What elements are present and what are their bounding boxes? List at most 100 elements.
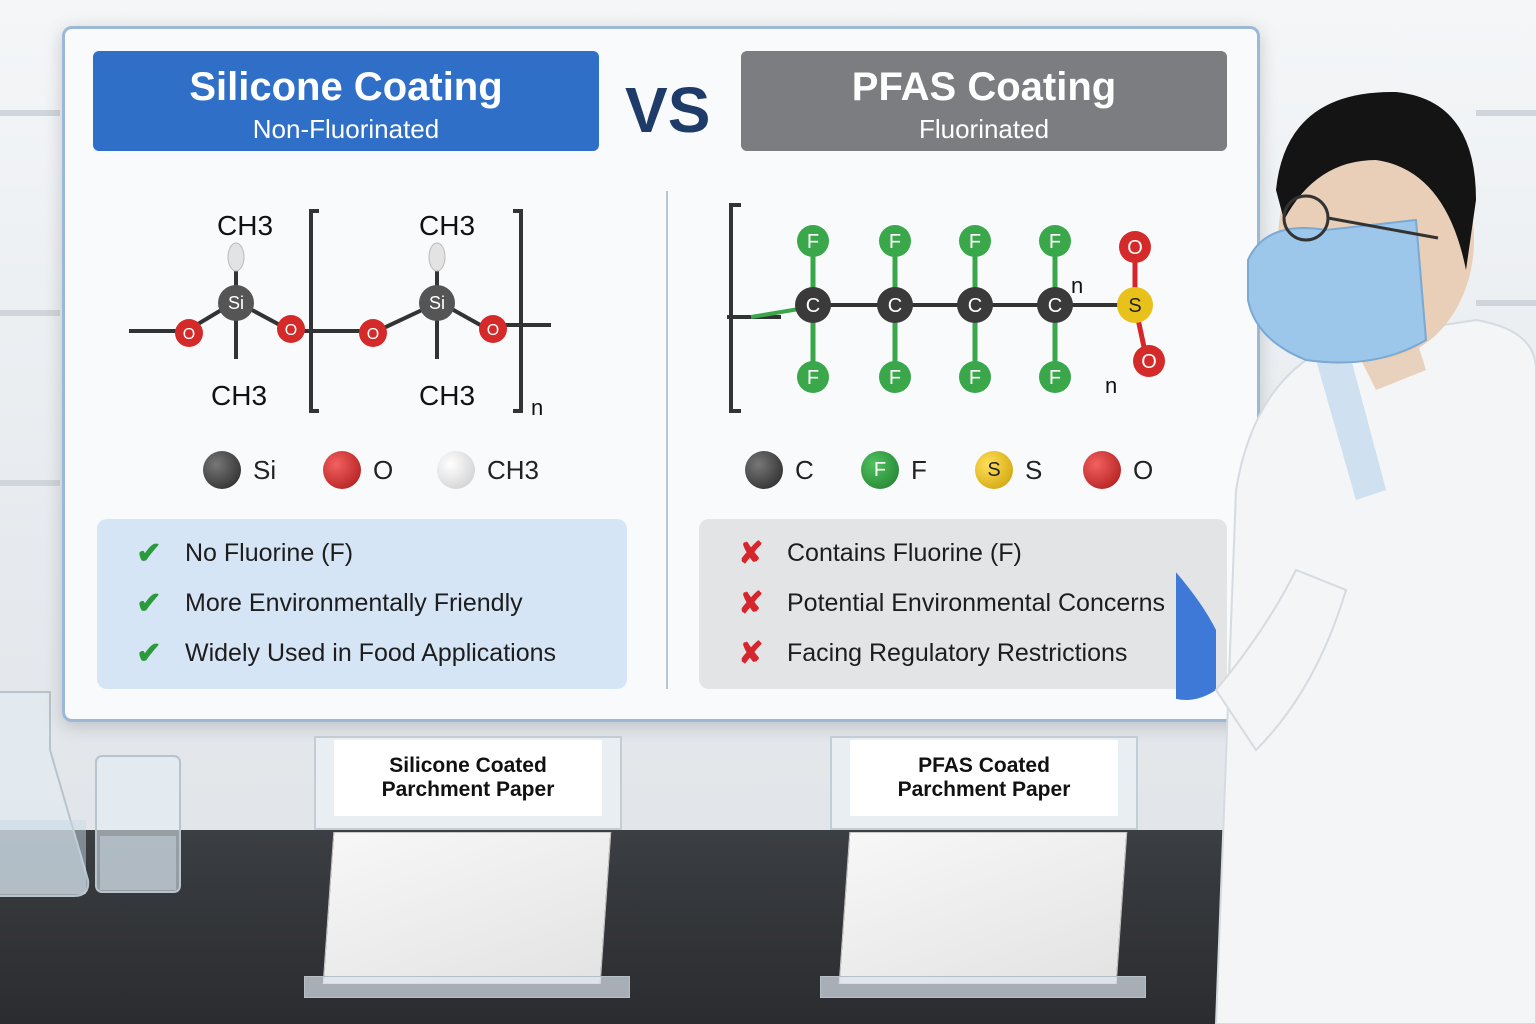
silicone-legend: Si O CH3 xyxy=(203,451,623,495)
check-icon: ✔ xyxy=(136,636,162,670)
f-atom xyxy=(959,361,991,393)
o-label: O xyxy=(183,326,195,343)
repeat-n-label: n xyxy=(1105,373,1117,398)
flask-liquid xyxy=(0,820,86,894)
c-atom xyxy=(1037,287,1073,323)
lab-shelf xyxy=(1476,110,1536,116)
f-atom-label: F xyxy=(889,231,901,253)
c-atom-icon xyxy=(745,451,783,489)
stand-label-line2: Parchment Paper xyxy=(897,778,1071,801)
f-atom xyxy=(879,361,911,393)
benefit-row: ✔ No Fluorine (F) xyxy=(131,533,353,573)
stand-label-line1: Silicone Coated xyxy=(389,754,547,777)
legend-label: C xyxy=(795,454,814,485)
f-atom xyxy=(797,361,829,393)
f-atom-label: F xyxy=(807,367,819,389)
c-atom xyxy=(795,287,831,323)
ch3-atom-icon xyxy=(437,451,475,489)
o-atom-icon xyxy=(323,451,361,489)
lab-shelf xyxy=(1476,300,1536,306)
legend-label: CH3 xyxy=(487,454,540,485)
si-label: Si xyxy=(429,293,445,313)
o-atom xyxy=(175,319,203,347)
legend-label: S xyxy=(1025,454,1043,485)
ch3-bottom-label: CH3 xyxy=(211,380,267,411)
silicone-paper-stand: Silicone Coated Parchment Paper xyxy=(304,736,630,1002)
hair xyxy=(1276,91,1476,270)
legend-label: Si xyxy=(253,454,277,485)
c-atom xyxy=(957,287,993,323)
c-atom-label: C xyxy=(888,295,902,317)
c-atom-label: C xyxy=(968,295,982,317)
f-atom-label: F xyxy=(1049,367,1061,389)
f-atom-label: F xyxy=(807,231,819,253)
legend-item-ch3: CH3 xyxy=(437,451,539,489)
check-icon: ✔ xyxy=(136,536,162,570)
glassware xyxy=(0,691,181,897)
blue-glove-icon xyxy=(1176,572,1216,700)
o-label: O xyxy=(367,326,379,343)
o-label: O xyxy=(487,322,499,339)
pfas-subtitle: Fluorinated xyxy=(918,114,1050,144)
o-atom xyxy=(1133,345,1165,377)
silicone-benefits-box: ✔ No Fluorine (F) ✔ More Environmentally… xyxy=(97,519,627,689)
f-atom-label: F xyxy=(1049,231,1061,253)
pfas-concerns-box: ✘ Contains Fluorine (F) ✘ Potential Envi… xyxy=(699,519,1227,689)
o-atom-label: O xyxy=(1127,237,1143,259)
benefit-text: Widely Used in Food Applications xyxy=(185,638,557,667)
o-atom-label: O xyxy=(1141,351,1157,373)
shirt-collar xyxy=(1316,340,1386,500)
vs-label: VS xyxy=(625,74,711,146)
legend-item-c: C xyxy=(745,451,814,489)
c-atom-label: C xyxy=(1048,295,1062,317)
o-atom xyxy=(359,319,387,347)
si-label: Si xyxy=(228,293,244,313)
stand-base xyxy=(820,976,1146,998)
f-atom xyxy=(1039,361,1071,393)
pfas-paper-stand: PFAS Coated Parchment Paper xyxy=(820,736,1146,1002)
stand-base xyxy=(304,976,630,998)
cross-icon: ✘ xyxy=(738,636,764,670)
legend-item-o: O xyxy=(323,451,393,489)
pfas-legend: C F F S S O xyxy=(745,451,1185,495)
o-label: O xyxy=(285,322,297,339)
si-atom xyxy=(419,285,455,321)
stand-label-card: Silicone Coated Parchment Paper xyxy=(334,740,602,816)
legend-label: O xyxy=(1133,454,1154,485)
repeat-n-label: n xyxy=(1071,273,1083,298)
ch3-top-label: CH3 xyxy=(419,210,475,241)
c-atom xyxy=(877,287,913,323)
f-atom-label: F xyxy=(889,367,901,389)
legend-item-o: O xyxy=(1083,451,1153,489)
beaker-liquid xyxy=(100,836,176,890)
lab-shelf xyxy=(0,110,60,116)
concern-row: ✘ Contains Fluorine (F) xyxy=(733,533,1021,573)
stand-label-line1: PFAS Coated xyxy=(918,754,1050,777)
lab-shelf xyxy=(0,480,60,486)
f-atom xyxy=(879,225,911,257)
o-atom xyxy=(1119,231,1151,263)
si-atom xyxy=(218,285,254,321)
scientist-figure xyxy=(1176,91,1536,1024)
parchment-paper-sample xyxy=(322,832,612,984)
o-atom xyxy=(277,315,305,343)
repeat-n-label: n xyxy=(531,395,543,420)
f-atom xyxy=(797,225,829,257)
c-atom-label: C xyxy=(806,295,820,317)
face-mask-icon xyxy=(1247,218,1428,364)
s-atom-icon: S xyxy=(975,451,1013,489)
f-atom-label: F xyxy=(969,367,981,389)
f-atom xyxy=(959,225,991,257)
coat-sleeve xyxy=(1214,568,1348,752)
cross-icon: ✘ xyxy=(738,586,764,620)
silicone-molecule-diagram: Si Si O O O O CH3 CH3 CH3 CH3 n xyxy=(129,209,551,420)
stand-label-card: PFAS Coated Parchment Paper xyxy=(850,740,1118,816)
concern-row: ✘ Facing Regulatory Restrictions xyxy=(733,633,1127,673)
legend-item-f: F F xyxy=(861,451,927,489)
comparison-board: Silicone Coating Non-Fluorinated VS PFAS… xyxy=(62,26,1260,722)
o-atom-icon xyxy=(1083,451,1121,489)
silicone-header: Silicone Coating Non-Fluorinated xyxy=(93,51,599,151)
o-atom xyxy=(479,315,507,343)
concern-text: Potential Environmental Concerns xyxy=(787,588,1165,617)
